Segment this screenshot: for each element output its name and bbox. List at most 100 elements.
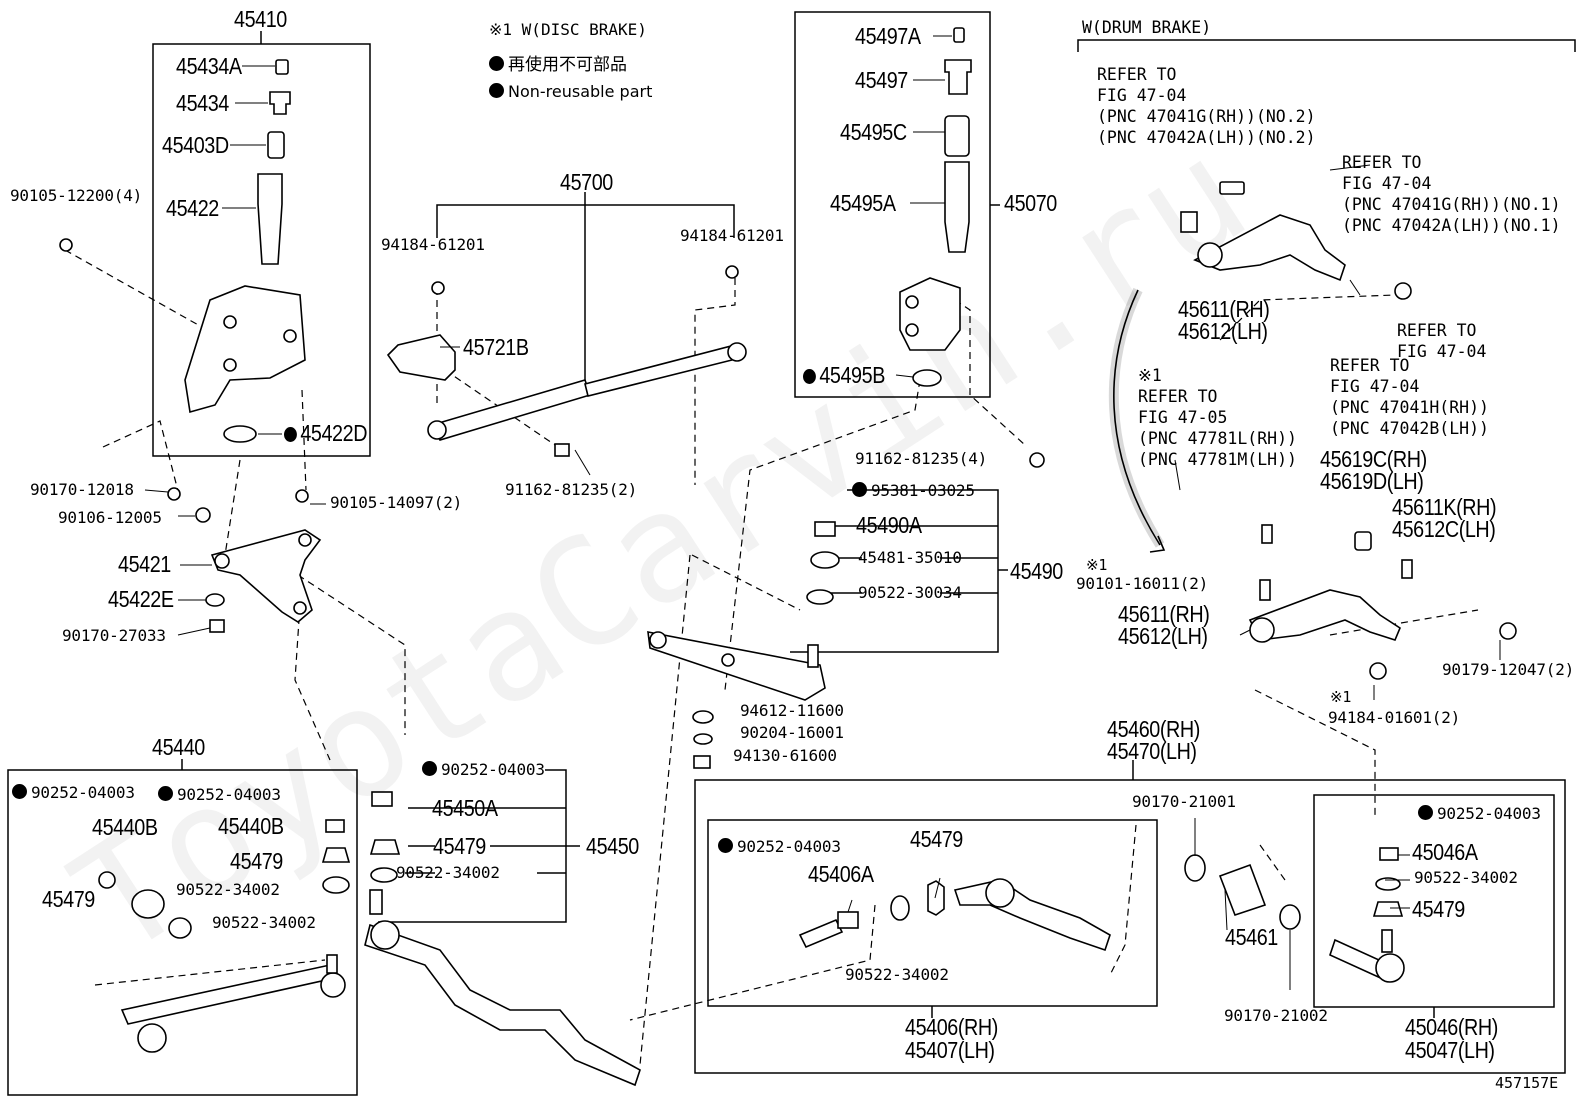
refer-link-fig47-04[interactable]: REFER TO FIG 47-04 [1397,321,1487,362]
part-45611K[interactable]: 45611K(RH) [1392,494,1497,520]
part-45422[interactable]: 45422 [166,195,219,221]
figure-id: 457157E [1495,1074,1559,1092]
part-45470[interactable]: 45470(LH) [1107,738,1197,764]
part-94184-61201-left[interactable]: 94184-61201 [381,235,485,254]
part-90170-21002[interactable]: 90170-21002 [1224,1006,1328,1025]
part-45406A[interactable]: 45406A [808,861,874,887]
part-45422D[interactable]: 45422D [284,422,367,445]
part-45612-upper[interactable]: 45612(LH) [1178,318,1268,344]
part-45479-right[interactable]: 45479 [230,848,283,874]
refer-link-fig47-05[interactable]: ※1 REFER TO FIG 47-05 (PNC 47781L(RH)) (… [1138,366,1297,470]
part-45479-left[interactable]: 45479 [42,886,95,912]
nonreusable-dot-icon [284,427,297,442]
part-90170-21001[interactable]: 90170-21001 [1132,792,1236,811]
part-94612-11600[interactable]: 94612-11600 [740,701,844,720]
part-94184-01601[interactable]: 94184-01601(2) [1328,708,1461,727]
part-90179-12047[interactable]: 90179-12047(2) [1442,660,1575,679]
part-45046A[interactable]: 45046A [1412,839,1478,865]
part-90522-34002-b[interactable]: 90522-34002 [212,913,316,932]
part-90252-04003-b[interactable]: 90252-04003 [158,786,281,803]
part-45497[interactable]: 45497 [855,67,908,93]
nonreusable-dot-icon [12,784,27,799]
nonreusable-dot-icon [489,83,504,98]
part-45461[interactable]: 45461 [1225,924,1278,950]
part-45434[interactable]: 45434 [176,90,229,116]
mark-ref-2: ※1 [1330,688,1352,706]
part-45721B[interactable]: 45721B [463,334,529,360]
part-94184-61201-right[interactable]: 94184-61201 [680,226,784,245]
part-45481-35010[interactable]: 45481-35010 [858,548,962,567]
part-90522-30034[interactable]: 90522-30034 [858,583,962,602]
part-90522-34002-a[interactable]: 90522-34002 [176,880,280,899]
part-45440[interactable]: 45440 [152,734,205,760]
part-45612-lower[interactable]: 45612(LH) [1118,623,1208,649]
part-94130-61600[interactable]: 94130-61600 [733,746,837,765]
part-91162-81235-2[interactable]: 91162-81235(2) [505,480,638,499]
mark-ref-1: ※1 [1086,556,1108,574]
part-90252-04003-d[interactable]: 90252-04003 [718,838,841,855]
legend-nonreusable-en: Non-reusable part [489,83,652,100]
part-90101-16011[interactable]: 90101-16011(2) [1076,574,1209,593]
part-45450[interactable]: 45450 [586,833,639,859]
part-45046[interactable]: 45046(RH) [1405,1014,1498,1040]
part-90252-04003-a[interactable]: 90252-04003 [12,784,135,801]
part-45495A[interactable]: 45495A [830,190,896,216]
part-91162-81235-4[interactable]: 91162-81235(4) [855,449,988,468]
part-90252-04003-e-label: 90252-04003 [1437,804,1541,823]
part-45495B[interactable]: 45495B [803,364,885,387]
part-45490[interactable]: 45490 [1010,558,1063,584]
part-90252-04003-e[interactable]: 90252-04003 [1418,805,1541,822]
part-90204-16001[interactable]: 90204-16001 [740,723,844,742]
part-45495C[interactable]: 45495C [840,119,907,145]
part-95381-03025-label: 95381-03025 [871,481,975,500]
part-45434A[interactable]: 45434A [176,53,242,79]
part-45619C[interactable]: 45619C(RH) [1320,446,1427,472]
part-90522-34002-d[interactable]: 90522-34002 [845,965,949,984]
drum-brake-note: W(DRUM BRAKE) [1082,18,1212,37]
part-45611-lower[interactable]: 45611(RH) [1118,601,1210,627]
part-45406[interactable]: 45406(RH) [905,1014,998,1040]
part-45612C[interactable]: 45612C(LH) [1392,516,1496,542]
part-45421[interactable]: 45421 [118,551,171,577]
nonreusable-dot-icon [852,482,867,497]
part-90105-14097[interactable]: 90105-14097(2) [330,493,463,512]
part-45440B-left[interactable]: 45440B [92,814,158,840]
part-45410[interactable]: 45410 [234,6,287,32]
part-45479-460[interactable]: 45479 [910,826,963,852]
part-45047[interactable]: 45047(LH) [1405,1037,1495,1063]
refer-link-fig47-04-47041h[interactable]: REFER TO FIG 47-04 (PNC 47041H(RH)) (PNC… [1330,356,1489,439]
part-45479-046[interactable]: 45479 [1412,896,1465,922]
refer-link-fig47-04-no1[interactable]: REFER TO FIG 47-04 (PNC 47041G(RH))(NO.1… [1342,153,1561,236]
nonreusable-dot-icon [422,761,437,776]
nonreusable-dot-icon [718,838,733,853]
part-45070[interactable]: 45070 [1004,190,1057,216]
part-45422D-label: 45422D [300,420,368,446]
part-45490A[interactable]: 45490A [856,512,922,538]
refer-link-fig47-04-no2[interactable]: REFER TO FIG 47-04 (PNC 47041G(RH))(NO.2… [1097,65,1316,148]
part-90105-12200[interactable]: 90105-12200(4) [10,186,143,205]
part-45460[interactable]: 45460(RH) [1107,716,1200,742]
part-90522-34002-c[interactable]: 90522-34002 [396,863,500,882]
part-45407[interactable]: 45407(LH) [905,1037,995,1063]
part-90106-12005[interactable]: 90106-12005 [58,508,162,527]
part-90170-27033[interactable]: 90170-27033 [62,626,166,645]
part-45479-450[interactable]: 45479 [433,833,486,859]
part-90170-12018[interactable]: 90170-12018 [30,480,134,499]
part-45403D[interactable]: 45403D [162,132,229,158]
part-90522-34002-e[interactable]: 90522-34002 [1414,868,1518,887]
part-45611-upper[interactable]: 45611(RH) [1178,296,1270,322]
legend-en-text: Non-reusable part [508,82,653,101]
part-45497A[interactable]: 45497A [855,23,921,49]
part-95381-03025[interactable]: 95381-03025 [852,482,975,499]
disc-brake-note: ※1 W(DISC BRAKE) [489,20,647,39]
part-45619D[interactable]: 45619D(LH) [1320,468,1424,494]
part-45440B-right[interactable]: 45440B [218,813,284,839]
part-45700[interactable]: 45700 [560,169,613,195]
part-90252-04003-c[interactable]: 90252-04003 [422,761,545,778]
nonreusable-dot-icon [1418,805,1433,820]
nonreusable-dot-icon [803,369,816,384]
nonreusable-dot-icon [489,56,504,71]
part-45450A[interactable]: 45450A [432,795,498,821]
part-45422E[interactable]: 45422E [108,586,174,612]
